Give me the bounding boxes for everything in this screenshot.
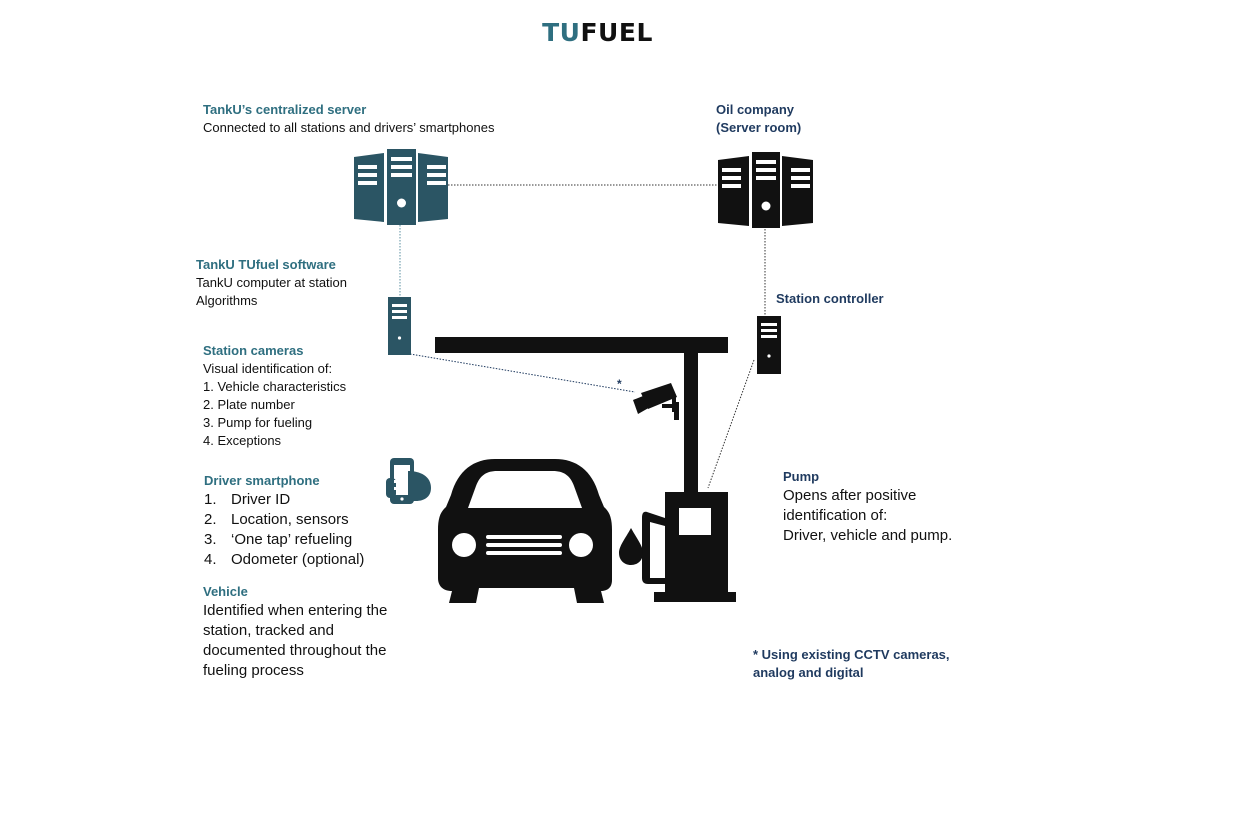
tower-computer-icon bbox=[388, 297, 411, 355]
title-tu: TU bbox=[542, 18, 581, 47]
software-heading: TankU TUfuel software bbox=[196, 257, 336, 272]
vehicle-line: documented throughout the bbox=[203, 642, 387, 659]
smartphone-hand-icon bbox=[386, 458, 431, 504]
list-item: 2. Location, sensors bbox=[204, 510, 404, 530]
controller-to-pump-line bbox=[707, 359, 755, 489]
list-number: 3. bbox=[204, 531, 217, 548]
list-item: 2. Plate number bbox=[203, 397, 295, 412]
fuel-pump-icon bbox=[619, 492, 736, 602]
cctv-footnote: * Using existing CCTV cameras, analog an… bbox=[753, 646, 1013, 682]
vehicle-label: Vehicle Identified when entering the sta… bbox=[203, 583, 423, 681]
station-controller-label: Station controller bbox=[776, 290, 976, 308]
vehicle-heading: Vehicle bbox=[203, 584, 248, 599]
pump-line: Driver, vehicle and pump. bbox=[783, 527, 953, 544]
camera-asterisk: * bbox=[617, 377, 622, 391]
vehicle-line: fueling process bbox=[203, 662, 304, 679]
cctv-camera-icon bbox=[633, 383, 679, 420]
list-item: 1. Vehicle characteristics bbox=[203, 379, 347, 394]
station-controller-heading: Station controller bbox=[776, 291, 884, 306]
central-server-desc: Connected to all stations and drivers’ s… bbox=[203, 120, 495, 135]
smartphone-list: 1. Driver ID 2. Location, sensors 3. ‘One t… bbox=[204, 490, 404, 570]
central-server-heading: TankU’s centralized server bbox=[203, 102, 367, 117]
software-to-camera-line bbox=[409, 353, 636, 393]
list-text: Odometer (optional) bbox=[231, 551, 365, 568]
list-item: 4. Exceptions bbox=[203, 433, 282, 448]
list-item: 1. Driver ID bbox=[204, 490, 404, 510]
page-title: TUFUEL bbox=[0, 18, 1195, 47]
list-number: 2. bbox=[204, 511, 217, 528]
software-label: TankU TUfuel software TankU computer at … bbox=[196, 256, 416, 310]
software-line1: TankU computer at station bbox=[196, 275, 348, 290]
list-text: Location, sensors bbox=[231, 511, 349, 528]
list-number: 4. bbox=[204, 551, 217, 568]
list-text: ‘One tap’ refueling bbox=[231, 531, 353, 548]
car-icon bbox=[438, 459, 612, 603]
list-item: 4. Odometer (optional) bbox=[204, 550, 404, 570]
list-item: 3. ‘One tap’ refueling bbox=[204, 530, 404, 550]
footnote-line2: analog and digital bbox=[753, 665, 864, 680]
footnote-line1: * Using existing CCTV cameras, bbox=[753, 647, 950, 662]
list-item: 3. Pump for fueling bbox=[203, 415, 313, 430]
pump-heading: Pump bbox=[783, 469, 820, 484]
pump-line: identification of: bbox=[783, 507, 888, 524]
station-canopy bbox=[435, 337, 728, 493]
cameras-heading: Station cameras bbox=[203, 343, 304, 358]
central-server-label: TankU’s centralized server Connected to … bbox=[203, 101, 563, 137]
software-line2: Algorithms bbox=[196, 293, 258, 308]
list-number: 1. bbox=[204, 491, 217, 508]
cameras-intro: Visual identification of: bbox=[203, 361, 333, 376]
smartphone-heading: Driver smartphone bbox=[204, 473, 320, 488]
title-fuel: FUEL bbox=[580, 18, 653, 47]
oil-company-server-icon bbox=[718, 152, 813, 228]
vehicle-line: station, tracked and bbox=[203, 622, 334, 639]
vehicle-line: Identified when entering the bbox=[203, 602, 388, 619]
pump-line: Opens after positive bbox=[783, 487, 917, 504]
cameras-list: 1. Vehicle characteristics 2. Plate numb… bbox=[203, 378, 423, 450]
central-server-icon bbox=[354, 149, 448, 225]
pump-label: Pump Opens after positive identification… bbox=[783, 468, 1003, 546]
list-text: Driver ID bbox=[231, 491, 291, 508]
oil-company-line1: Oil company bbox=[716, 102, 795, 117]
station-cameras-label: Station cameras Visual identification of… bbox=[203, 342, 423, 450]
station-controller-icon bbox=[757, 316, 781, 374]
driver-smartphone-label: Driver smartphone 1. Driver ID 2. Location… bbox=[204, 472, 404, 570]
oil-company-line2: (Server room) bbox=[716, 120, 802, 135]
oil-company-label: Oil company (Server room) bbox=[716, 101, 916, 137]
